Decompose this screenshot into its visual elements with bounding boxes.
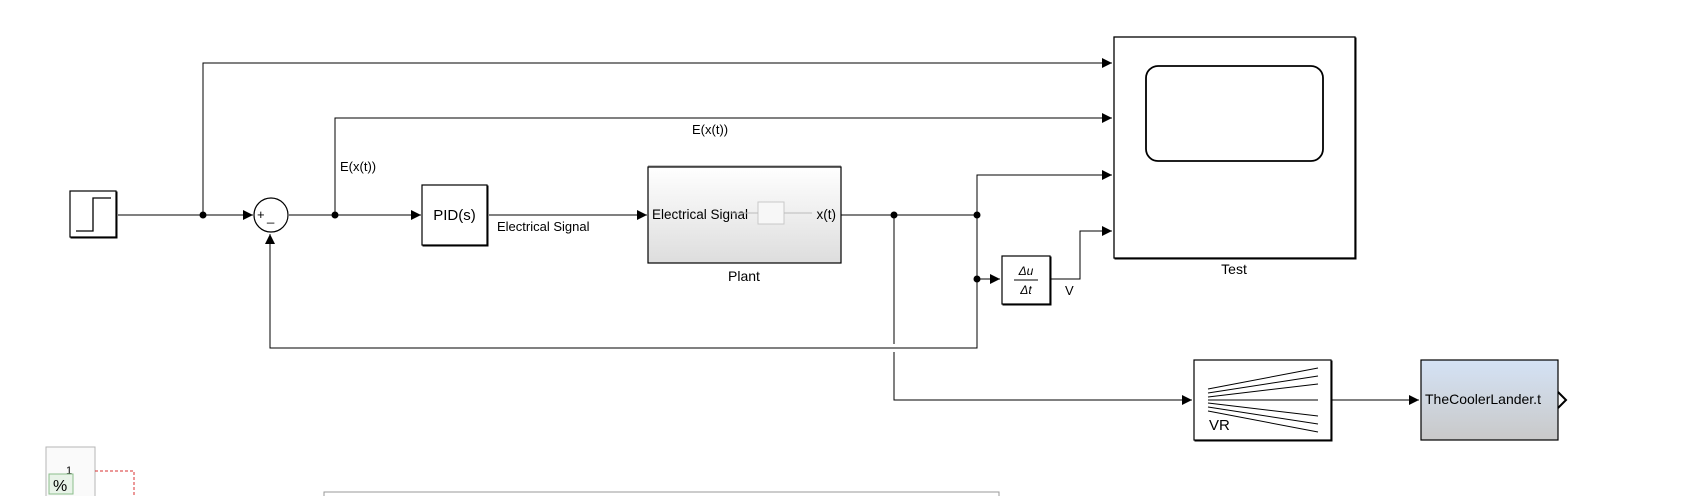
percent-icon-symbol: % [53,478,67,495]
branch-point [199,211,207,219]
area-annotation-edge[interactable] [323,491,1000,496]
annotation-number: 1 [66,465,72,477]
signal-position-to-vr[interactable] [893,215,1192,400]
sum-plus-sign: + [257,207,265,222]
vr-world-label: TheCoolerLander.t [1425,391,1541,407]
pid-controller-block[interactable]: PID(s) [421,184,489,247]
annotation-connector [95,470,135,496]
derivative-block[interactable]: Δu Δt [1001,255,1052,306]
derivative-numerator: Δu [1018,264,1034,278]
branch-point [331,211,339,219]
annotation-block[interactable]: 1 % [45,446,96,500]
branch-points [199,211,981,283]
vr-world-output-port-icon [1557,391,1568,409]
plant-output-port-label: x(t) [817,207,837,222]
signal-feedback[interactable] [265,234,978,349]
vr-sink-label: VR [1209,417,1230,434]
plant-input-port-label: Electrical Signal [652,207,748,222]
signal-label-error-upper: E(x(t)) [692,122,728,137]
branch-point [973,275,981,283]
pid-block-label: PID(s) [433,207,476,224]
scope-block-name: Test [1221,261,1247,277]
scope-screen-icon [1145,65,1324,162]
step-block[interactable] [69,190,118,239]
plant-inner-block-icon [757,201,785,225]
signal-position-to-scope[interactable] [976,170,1112,215]
signal-label-controller-output: Electrical Signal [497,219,590,234]
sum-minus-sign: _ [266,209,275,224]
signal-error-to-scope[interactable] [334,113,1112,215]
signal-label-error-lower: E(x(t)) [340,159,376,174]
signal-step-to-scope[interactable] [202,58,1112,215]
signal-lines [118,58,1419,400]
signal-position-to-derivative[interactable] [976,215,1000,284]
branch-point [973,211,981,219]
vr-sink-block[interactable]: VR [1193,359,1333,442]
scope-block[interactable] [1113,36,1357,260]
plant-block-name: Plant [728,268,760,284]
derivative-denominator: Δt [1019,283,1032,297]
percent-icon [48,473,74,495]
signal-label-velocity: V [1065,283,1074,298]
vr-world-block[interactable]: TheCoolerLander.t [1420,359,1568,441]
signal-velocity-to-scope[interactable] [1049,226,1112,280]
vr-view-frustum-icon [1207,367,1319,433]
step-icon [76,197,111,232]
plant-subsystem-block[interactable]: Electrical Signal x(t) [647,165,842,264]
sum-block[interactable]: + _ [253,197,289,233]
branch-point [890,211,898,219]
